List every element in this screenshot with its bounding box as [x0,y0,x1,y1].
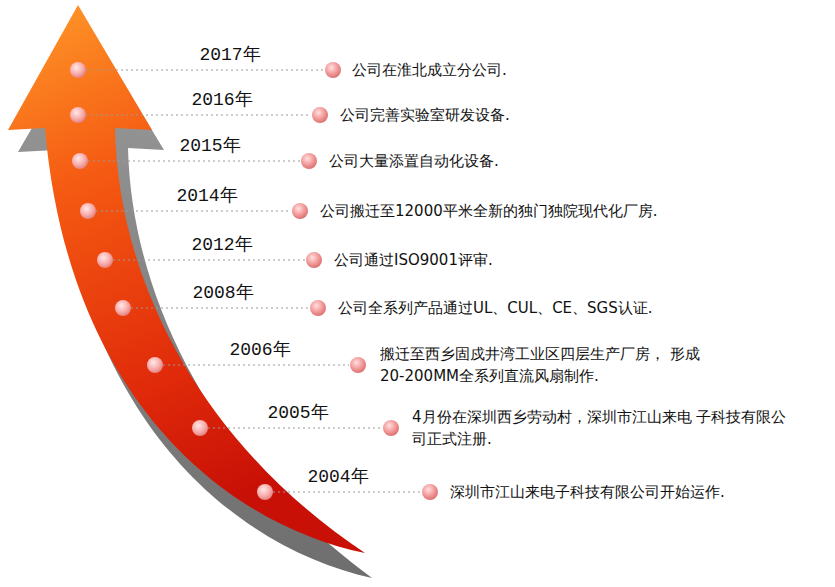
bullet-dot [325,62,341,78]
bullet-dot [292,203,308,219]
leader-line [273,492,421,493]
arrow-dot [70,107,86,123]
event-text: 搬迁至西乡固戍井湾工业区四层生产厂房， 形成20-200MM全系列直流风扇制作. [380,343,710,387]
bullet-dot [310,300,326,316]
year-label: 2017年 [197,45,262,65]
year-label: 2006年 [227,340,292,360]
year-label: 2015年 [177,136,242,156]
year-label: 2004年 [305,467,370,487]
event-text: 公司搬迁至12000平米全新的独门独院现代化厂房. [320,200,658,222]
leader-line [131,308,309,309]
bullet-dot [383,420,399,436]
leader-line [208,428,382,429]
bullet-dot [312,107,328,123]
bullet-dot [301,153,317,169]
bullet-dot [422,484,438,500]
year-label: 2016年 [189,90,254,110]
leader-line [96,211,291,212]
leader-line [113,260,305,261]
arrow-dot [257,484,273,500]
event-text: 公司大量添置自动化设备. [329,150,499,172]
event-text: 公司全系列产品通过UL、CUL、CE、SGS认证. [338,297,653,319]
year-label: 2008年 [190,283,255,303]
event-text: 公司在淮北成立分公司. [352,59,507,81]
arrow-dot [192,420,208,436]
arrow-dot [72,153,88,169]
leader-line [86,70,324,71]
year-label: 2012年 [189,235,254,255]
event-text: 4月份在深圳西乡劳动村，深圳市江山来电 子科技有限公司正式注册. [412,406,792,450]
bullet-dot [350,357,366,373]
arrow-dot [70,62,86,78]
arrow-dot [147,357,163,373]
event-text: 公司完善实验室研发设备. [340,104,510,126]
year-label: 2005年 [265,403,330,423]
leader-line [88,161,300,162]
leader-line [163,365,349,366]
leader-lines [70,62,438,500]
arrow-dot [115,300,131,316]
arrow-dot [80,203,96,219]
event-text: 深圳市江山来电子科技有限公司开始运作. [450,481,725,503]
leader-line [86,115,311,116]
arrow-dot [97,252,113,268]
event-text: 公司通过ISO9001评审. [334,249,493,271]
year-label: 2014年 [174,186,239,206]
bullet-dot [306,252,322,268]
